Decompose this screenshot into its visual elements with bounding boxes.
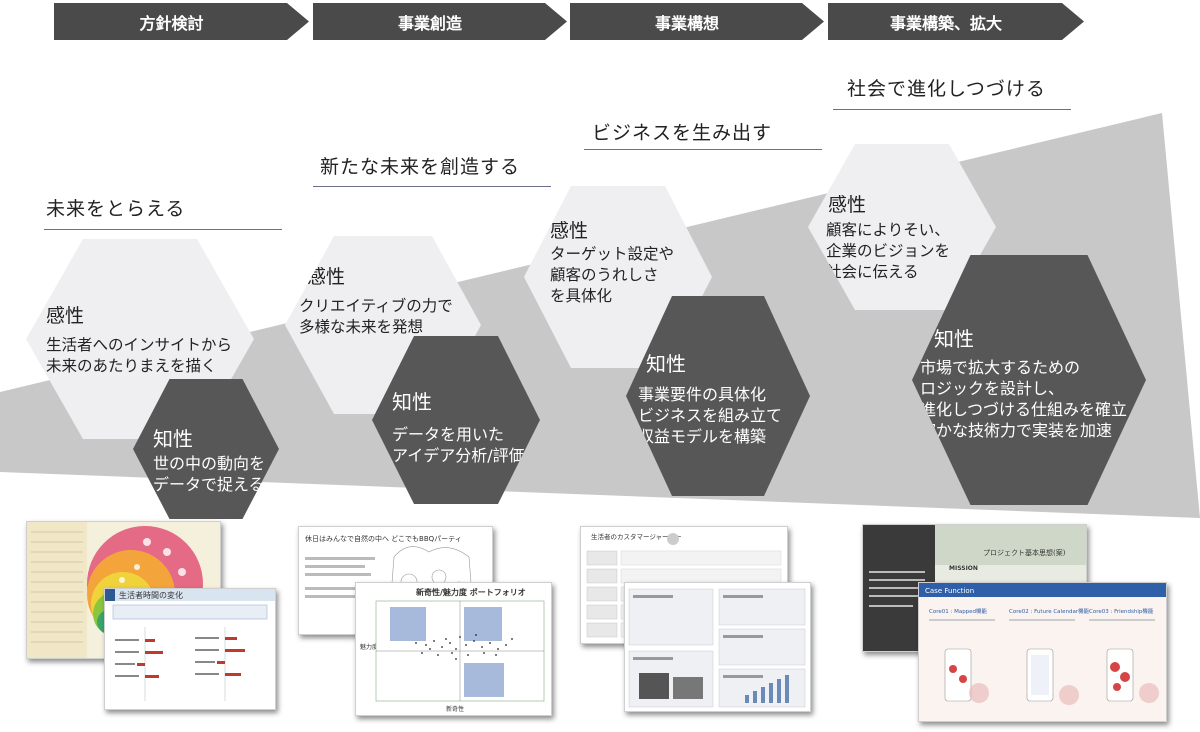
heading-underline: [44, 229, 282, 230]
hex-title: 知性: [646, 352, 686, 376]
thumb-title: 生活者時間の変化: [119, 590, 183, 600]
thumb-title: Case Function: [925, 587, 974, 595]
thumb-col-3: Core03 : Friendship機能: [1089, 607, 1154, 615]
phase-arrow-1: 方針検討: [54, 3, 309, 40]
hex-title: 知性: [153, 427, 193, 451]
intellect-hex-1: 知性 世の中の動向を データで捉える: [133, 379, 279, 519]
axis-label-y: 魅力度: [360, 643, 378, 651]
phase-arrow-2: 事業創造: [313, 3, 567, 40]
thumb-col-2: Core02 : Future Calendar機能: [1009, 607, 1090, 615]
thumb-title: プロジェクト基本思想(案): [983, 548, 1066, 557]
thumb-title: 休日はみんなで自然の中へ どこでもBBQパーティ: [305, 534, 462, 543]
hex-title: 感性: [828, 194, 867, 216]
hex-title: 知性: [392, 390, 432, 414]
thumb-title: 新奇性/魅力度 ポートフォリオ: [416, 587, 526, 597]
phase-arrow-4: 事業構築、拡大: [828, 3, 1084, 40]
hex-text: 事業要件の具体化 ビジネスを組み立て 収益モデルを構築: [638, 385, 783, 446]
heading-underline: [313, 186, 551, 187]
axis-label-x: 新奇性: [446, 705, 464, 713]
phase-label: 事業構想: [654, 13, 719, 33]
thumbnail-business-requirements: [624, 582, 811, 712]
hex-text: 顧客によりそい、 企業のビジョンを 社会に伝える: [826, 221, 951, 281]
hex-text: クリエイティブの力で 多様な未来を発想: [299, 297, 453, 336]
phase-arrow-3: 事業構想: [570, 3, 824, 40]
stage-heading-1: 未来をとらえる: [46, 198, 186, 220]
thumbnail-app-functions: Case Function Core01 : Mapped機能 Core02 :…: [918, 582, 1167, 722]
phase-label: 事業創造: [397, 13, 462, 33]
hex-title: 感性: [46, 305, 85, 327]
hex-text: 世の中の動向を データで捉える: [153, 454, 266, 494]
thumbnail-lifestyle-report: 生活者時間の変化: [104, 588, 276, 710]
hex-title: 感性: [307, 266, 346, 288]
thumb-mission: MISSION: [949, 565, 978, 572]
phase-label: 方針検討: [139, 13, 204, 33]
thumb-col-1: Core01 : Mapped機能: [929, 607, 988, 615]
stage-heading-2: 新たな未来を創造する: [320, 156, 521, 178]
heading-underline: [584, 149, 822, 150]
thumb-title: 生活者のカスタマージャーニー: [591, 532, 682, 541]
hex-title: 感性: [550, 220, 589, 242]
intellect-hex-2: 知性 データを用いた アイデア分析/評価: [372, 336, 540, 504]
stage-heading-4: 社会で進化しつづける: [847, 78, 1046, 100]
hex-text: 生活者へのインサイトから 未来のあたりまえを描く: [46, 336, 233, 375]
stage-heading-3: ビジネスを生み出す: [592, 122, 773, 144]
hex-text: ターゲット設定や 顧客のうれしさ を具体化: [550, 245, 675, 305]
thumbnail-portfolio-scatter: 新奇性/魅力度 ポートフォリオ 魅力度 新奇性: [355, 582, 552, 716]
phase-label: 事業構築、拡大: [889, 13, 1002, 33]
hex-text: 市場で拡大するための ロジックを設計し、 進化しつづける仕組みを確立 確かな技術…: [920, 358, 1128, 440]
hex-title: 知性: [934, 327, 974, 351]
intellect-hex-3: 知性 事業要件の具体化 ビジネスを組み立て 収益モデルを構築: [626, 296, 810, 496]
heading-underline: [833, 109, 1071, 110]
hex-text: データを用いた アイデア分析/評価: [392, 425, 525, 465]
